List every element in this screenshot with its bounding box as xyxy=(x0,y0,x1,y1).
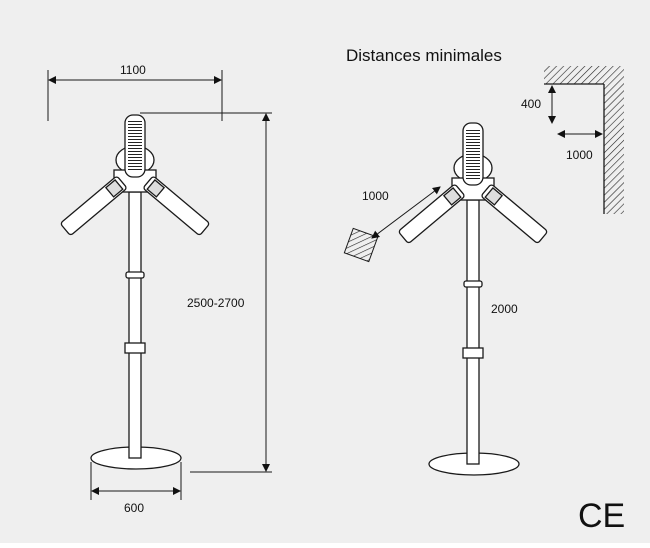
left-heater xyxy=(60,114,210,470)
right-collar-lower xyxy=(462,347,484,359)
right-height-label: 2000 xyxy=(491,302,518,316)
left-collar-upper xyxy=(125,271,145,279)
right-pole xyxy=(466,199,480,465)
wall-top-label: 400 xyxy=(521,97,541,111)
nearby-object xyxy=(343,227,379,263)
ce-mark: CE xyxy=(578,497,625,535)
left-collar-lower xyxy=(124,342,146,354)
object-dimension-line xyxy=(371,186,441,239)
clearance-title: Distances minimales xyxy=(346,46,502,65)
left-pole xyxy=(128,191,142,459)
right-heater xyxy=(398,122,548,476)
right-collar-upper xyxy=(463,280,483,288)
object-distance-label: 1000 xyxy=(362,189,389,203)
wall-side-label: 1000 xyxy=(566,148,593,162)
height-label: 2500-2700 xyxy=(187,296,245,310)
wall xyxy=(544,66,624,214)
base-width-label: 600 xyxy=(124,501,144,515)
width-label: 1100 xyxy=(120,63,146,77)
left-central-grill xyxy=(128,120,142,172)
right-central-grill xyxy=(466,128,480,180)
